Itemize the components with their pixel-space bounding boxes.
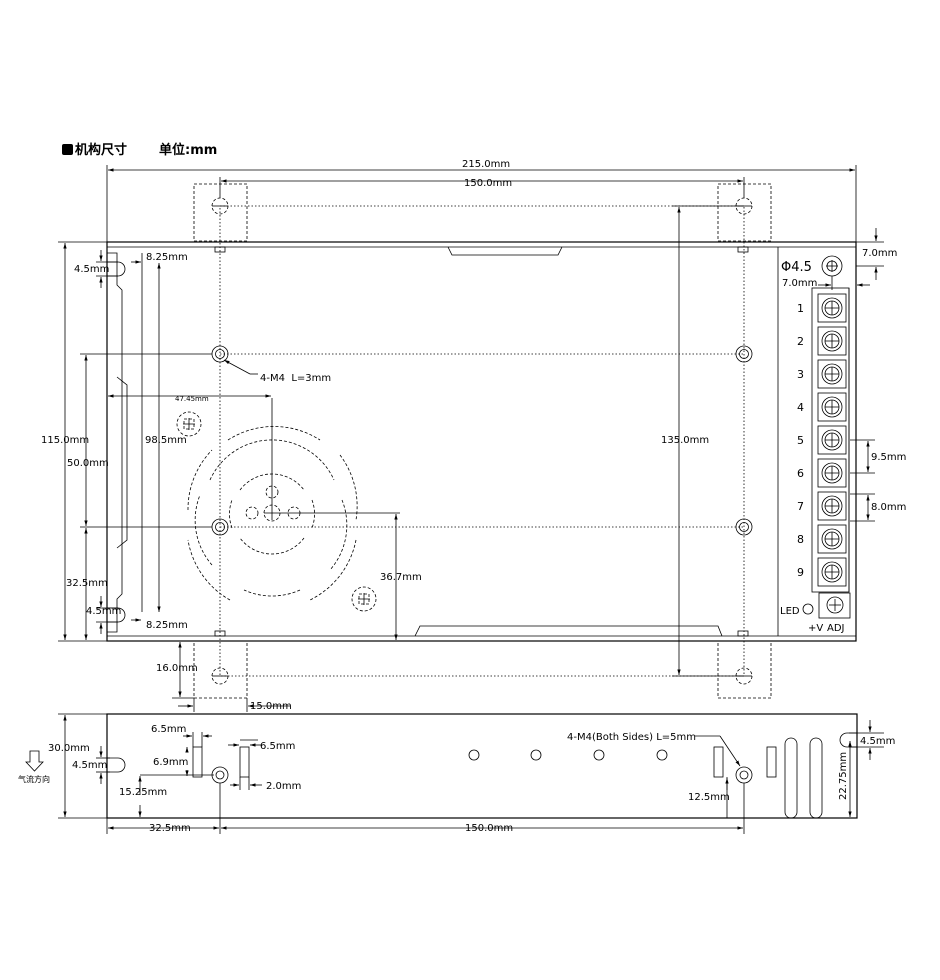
terminal-screw-icon: [817, 326, 847, 356]
terminal-screw-icon: [817, 392, 847, 422]
adj-pot-housing: [818, 592, 851, 619]
dim-985: 98.5mm: [145, 435, 187, 446]
bracket-bottom-left: [193, 640, 248, 699]
terminal-number: 4: [797, 401, 804, 414]
bracket-top-right: [717, 183, 772, 242]
terminal-number: 8: [797, 533, 804, 546]
dim-45-right: 4.5mm: [860, 736, 895, 747]
dim-135: 135.0mm: [661, 435, 709, 446]
dim-45-bot: 4.5mm: [86, 606, 121, 617]
terminal-screw-icon: [817, 359, 847, 389]
dim-45-top: 4.5mm: [74, 264, 109, 275]
terminal-number: 6: [797, 467, 804, 480]
dim-95: 9.5mm: [871, 452, 906, 463]
dim-20: 2.0mm: [266, 781, 301, 792]
dim-50: 50.0mm: [67, 458, 109, 469]
bracket-bottom-right: [717, 640, 772, 699]
screw-note-top: 4-M4 L=3mm: [260, 373, 331, 384]
dim-2275: 22.75mm: [838, 752, 849, 800]
terminal-numbers: 1 2 3 4 5 6 7 8 9: [797, 302, 804, 579]
earth-screw: [821, 255, 843, 277]
dim-325-left: 32.5mm: [66, 578, 108, 589]
terminal-screw-icon: [817, 293, 847, 323]
led-label: LED: [780, 606, 800, 617]
slot-bottom-left: [107, 607, 126, 623]
vent-hole-1: [468, 749, 480, 761]
vent-hole-4: [656, 749, 668, 761]
terminal-screws: [817, 293, 847, 587]
side-view: 30.0mm 4.5mm 15.25mm 6.5mm 6.9mm 6.5mm 2…: [18, 713, 895, 834]
vent-hole-2: [530, 749, 542, 761]
side-slot-right: [839, 732, 857, 748]
terminal-screw-icon: [817, 491, 847, 521]
dim-150-top: 150.0mm: [464, 178, 512, 189]
dim-215: 215.0mm: [462, 159, 510, 170]
terminal-screw-icon: [817, 458, 847, 488]
dim-80: 8.0mm: [871, 502, 906, 513]
side-m4-hole-right: [735, 766, 753, 784]
dim-45-side: 4.5mm: [72, 760, 107, 771]
screw-note-side: 4-M4(Both Sides) L=5mm: [567, 732, 696, 743]
v-plus-label: +V: [808, 623, 823, 634]
terminal-screw-icon: [817, 524, 847, 554]
side-view-outline: [106, 713, 858, 819]
dim-115: 115.0mm: [41, 435, 89, 446]
dim-825-top: 8.25mm: [146, 252, 188, 263]
dim-4745: 47.45mm: [175, 395, 209, 403]
led-indicator-icon: [802, 603, 814, 615]
dim-phi: Φ4.5: [781, 260, 812, 275]
terminal-number: 7: [797, 500, 804, 513]
terminal-number: 2: [797, 335, 804, 348]
unit-value: mm: [190, 143, 218, 158]
top-view: Φ4.5 1 2 3 4 5 6 7 8 9 LED +V ADJ 215.0mm 150.0m…: [41, 159, 906, 712]
drawing-header: 机构尺寸 单位:mm: [62, 139, 217, 158]
terminal-screw-icon: [817, 557, 847, 587]
dim-7-side: 7.0mm: [782, 278, 817, 289]
side-m4-hole-left: [211, 766, 229, 784]
bracket-top-left: [193, 183, 248, 242]
unit-label: 单位:: [159, 143, 191, 158]
m4-hole-bottom-right: [735, 518, 753, 536]
bullet-square-icon: [62, 144, 73, 155]
adj-potentiometer-icon: [826, 596, 844, 614]
terminal-number: 5: [797, 434, 804, 447]
airflow-label: 气流方向: [18, 774, 50, 784]
dim-325-side: 32.5mm: [149, 823, 191, 834]
vent-hole-3: [593, 749, 605, 761]
long-slot-1: [784, 737, 798, 819]
dim-30: 30.0mm: [48, 743, 90, 754]
airflow-arrow-icon: [25, 750, 44, 772]
side-slot-left: [107, 757, 126, 773]
terminal-number: 1: [797, 302, 804, 315]
dim-15: 15.0mm: [250, 701, 292, 712]
dim-1525: 15.25mm: [119, 787, 167, 798]
vent-marker-bottom: [351, 586, 377, 612]
slot-top-left: [107, 261, 126, 277]
dim-367: 36.7mm: [380, 572, 422, 583]
top-view-outline: [106, 241, 857, 642]
dim-825-bot: 8.25mm: [146, 620, 188, 631]
terminal-number: 9: [797, 566, 804, 579]
dim-65a: 6.5mm: [151, 724, 186, 735]
vent-marker-top: [176, 411, 202, 437]
section-title: 机构尺寸: [75, 143, 128, 158]
dim-125: 12.5mm: [688, 792, 730, 803]
terminal-number: 3: [797, 368, 804, 381]
dim-7-top: 7.0mm: [862, 248, 897, 259]
dim-16: 16.0mm: [156, 663, 198, 674]
dim-150-side: 150.0mm: [465, 823, 513, 834]
dim-65b: 6.5mm: [260, 741, 295, 752]
m4-hole-top-right: [735, 345, 753, 363]
long-slot-2: [809, 737, 823, 819]
adj-label: ADJ: [827, 623, 845, 634]
terminal-screw-icon: [817, 425, 847, 455]
dim-69: 6.9mm: [153, 757, 188, 768]
